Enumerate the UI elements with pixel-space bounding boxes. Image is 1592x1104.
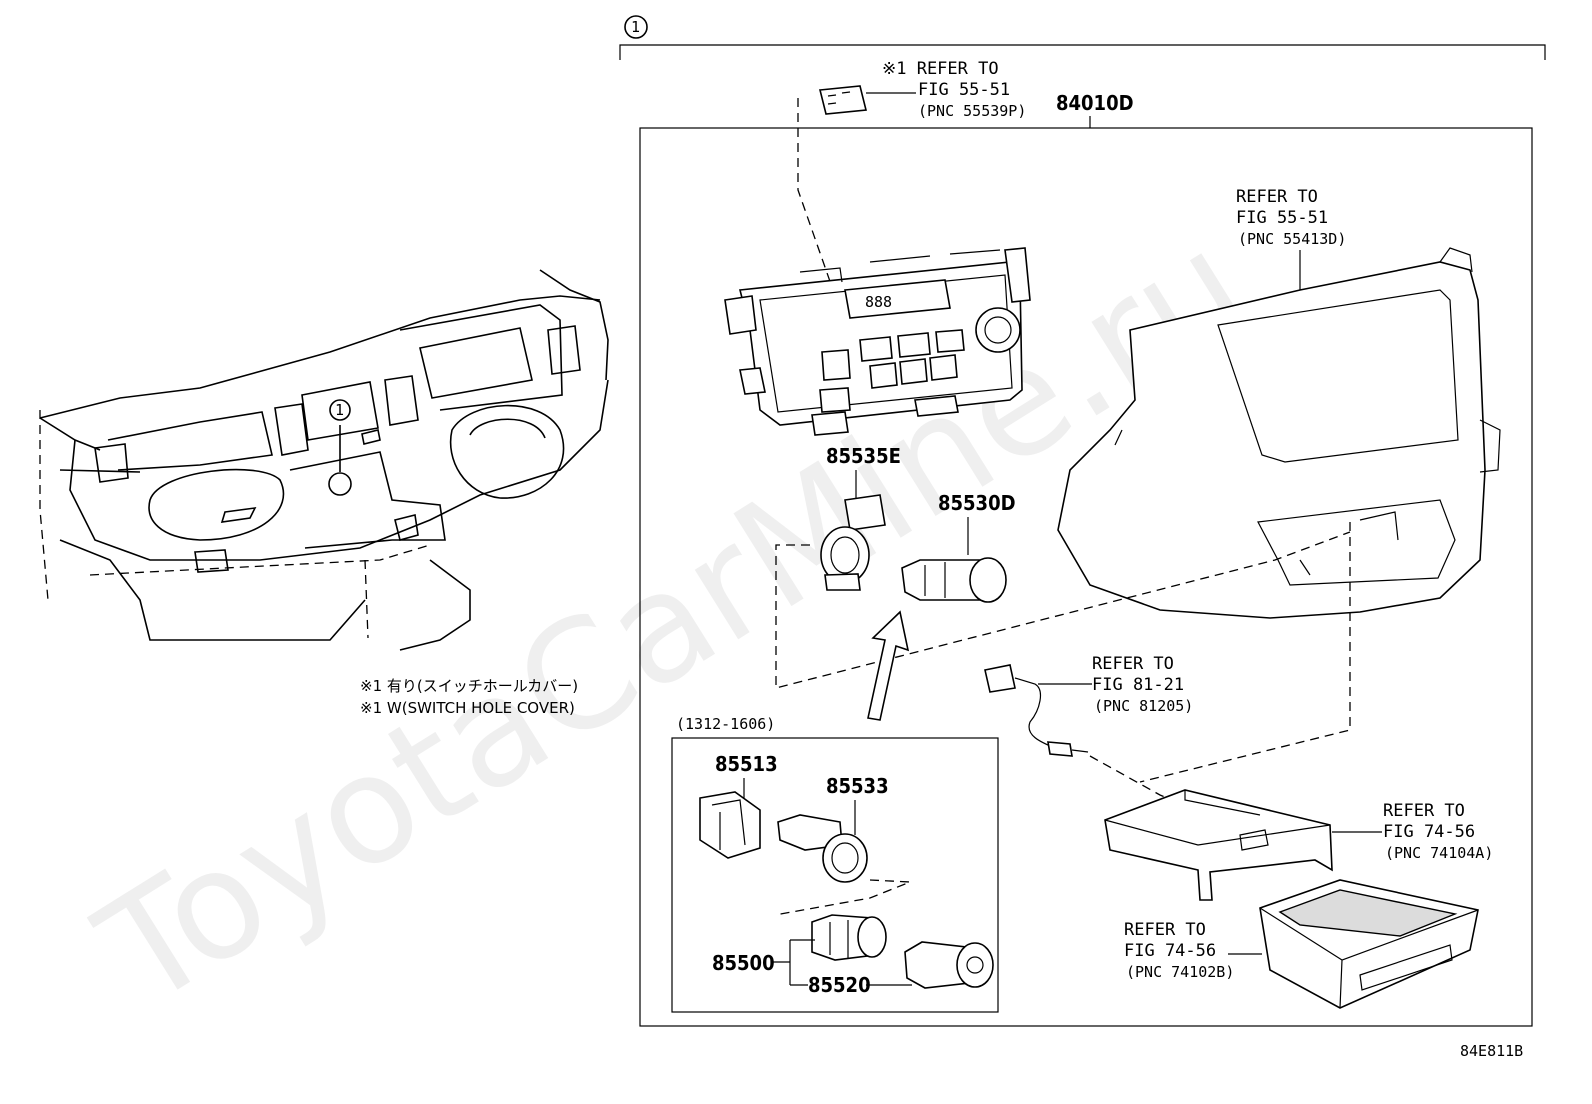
part-85533: 85533 <box>826 774 889 798</box>
note-en: ※1 W(SWITCH HOLE COVER) <box>360 699 575 717</box>
group-marker-label: 1 <box>631 18 640 36</box>
assembly-number: 84010D <box>1056 91 1134 115</box>
switch-cover-callout-line3: (PNC 55539P) <box>918 102 1026 120</box>
dashboard-marker: 1 <box>329 399 351 421</box>
switch-hole-cover-icon <box>818 85 916 115</box>
lighter-assy-icon <box>811 914 887 961</box>
power-outlet-icon <box>820 494 886 591</box>
ashtray-callout-line1: REFER TO <box>1124 920 1206 940</box>
figure-code: 84E811B <box>1460 1042 1523 1060</box>
ashtray-callout-line3: (PNC 74102B) <box>1126 963 1234 981</box>
tray-box-icon <box>1104 789 1333 901</box>
part-85535E: 85535E <box>826 444 901 468</box>
tray-callout-line2: FIG 74-56 <box>1383 822 1475 842</box>
dashboard-marker-label: 1 <box>335 401 344 419</box>
dashboard-icon <box>39 269 609 651</box>
socket-ring-icon <box>699 791 761 859</box>
note-jp: ※1 有り(スイッチホールカバー) <box>360 677 578 695</box>
lighter-socket-icon <box>777 814 868 883</box>
lighter-knob-icon <box>904 941 994 989</box>
wire-callout-line1: REFER TO <box>1092 654 1174 674</box>
heater-control-panel-icon: 888 <box>724 247 1031 436</box>
switch-cover-callout-line2: FIG 55-51 <box>918 80 1010 100</box>
cluster-finish-panel-icon <box>1057 247 1501 619</box>
group-bracket: 1 <box>619 15 1546 60</box>
part-85513: 85513 <box>715 752 778 776</box>
ashtray-callout-line2: FIG 74-56 <box>1124 941 1216 961</box>
switch-cover-callout-line1: ※1 REFER TO <box>882 59 999 79</box>
panel-callout-line1: REFER TO <box>1236 187 1318 207</box>
part-85520: 85520 <box>808 973 871 997</box>
watermark: ToyotaCarMine.ru <box>71 199 1275 1041</box>
inset-period: (1312-1606) <box>676 715 775 733</box>
panel-callout-line2: FIG 55-51 <box>1236 208 1328 228</box>
part-85500: 85500 <box>712 951 775 975</box>
direction-arrow-icon <box>867 610 910 721</box>
tray-callout-line1: REFER TO <box>1383 801 1465 821</box>
assembly-frame <box>639 127 1533 1027</box>
part-85530D: 85530D <box>938 491 1016 515</box>
tray-callout-line3: (PNC 74104A) <box>1385 844 1493 862</box>
inset-frame <box>671 737 999 1013</box>
ashtray-icon <box>1259 879 1479 1009</box>
wire-connector-icon <box>984 664 1089 757</box>
wire-callout-line3: (PNC 81205) <box>1094 697 1193 715</box>
display-readout: 888 <box>865 293 892 311</box>
wire-callout-line2: FIG 81-21 <box>1092 675 1184 695</box>
cigarette-lighter-icon <box>901 557 1007 603</box>
panel-callout-line3: (PNC 55413D) <box>1238 230 1346 248</box>
